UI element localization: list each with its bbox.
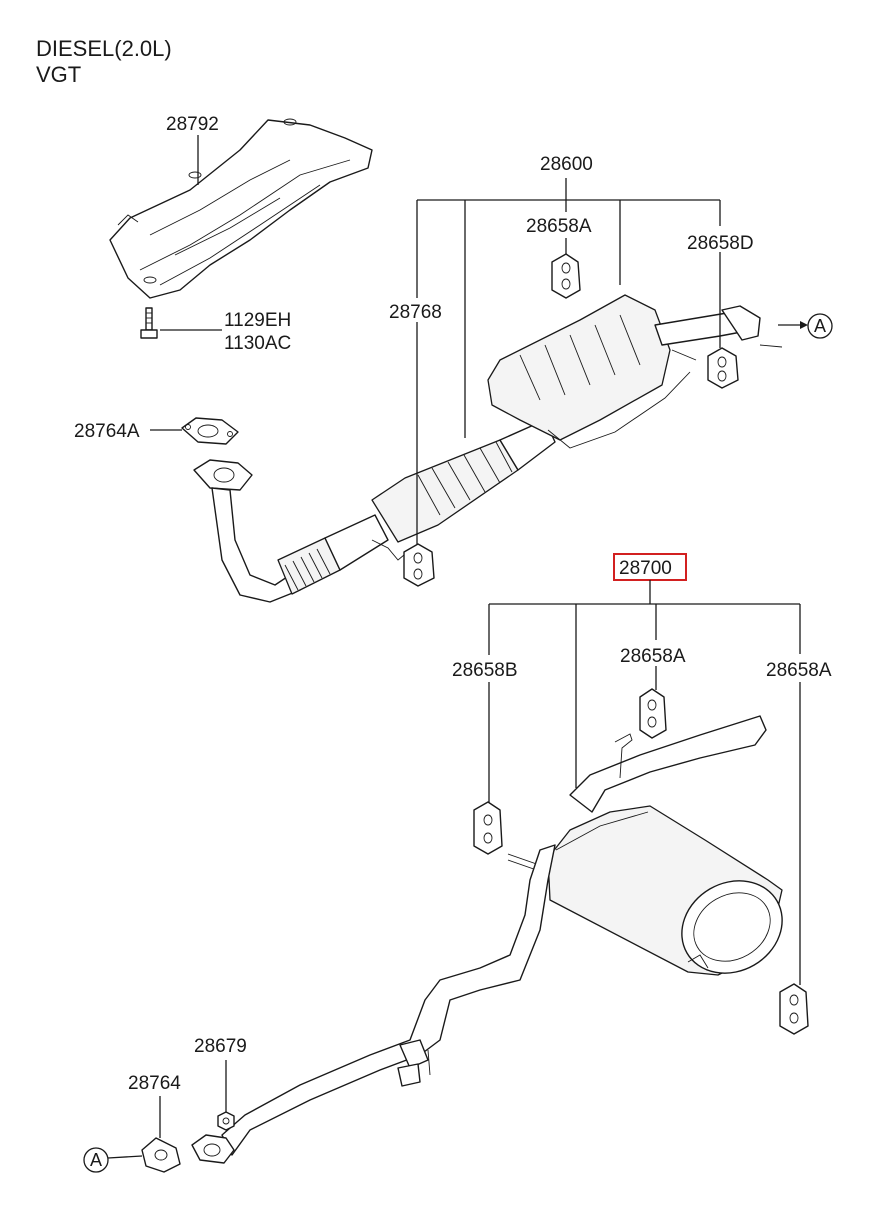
gasket-28764-part[interactable] (141, 1137, 181, 1173)
gasket-28764a-part[interactable] (181, 417, 239, 445)
callout-28658a-mid[interactable]: 28658A (620, 646, 686, 667)
hanger-28768-part[interactable] (403, 543, 435, 587)
engine-type-label: DIESEL(2.0L) (36, 36, 172, 61)
callout-28764a[interactable]: 28764A (74, 421, 140, 442)
arrow-icon (800, 321, 808, 329)
hanger-28658a-right-part[interactable] (779, 983, 809, 1035)
callout-28600[interactable]: 28600 (540, 154, 593, 175)
callout-28700[interactable]: 28700 (619, 558, 672, 579)
engine-variant-label: VGT (36, 62, 81, 87)
callout-1130ac[interactable]: 1130AC (224, 333, 291, 354)
hanger-28658b-part[interactable] (473, 801, 503, 855)
connector-a-top[interactable] (807, 313, 833, 339)
callout-28658a-right[interactable]: 28658A (766, 660, 832, 681)
callout-28658b[interactable]: 28658B (452, 660, 518, 681)
front-pipe-assembly[interactable] (193, 294, 783, 603)
bracket-28600 (416, 178, 721, 544)
callout-28764[interactable]: 28764 (128, 1073, 181, 1094)
callout-28679[interactable]: 28679 (194, 1036, 247, 1057)
bracket-28700 (488, 580, 801, 985)
hanger-28658a-top-part[interactable] (551, 253, 581, 299)
callout-28768[interactable]: 28768 (389, 302, 442, 323)
nut-28679-part[interactable] (217, 1111, 235, 1131)
hanger-28658a-mid-part[interactable] (639, 688, 667, 739)
bolt-part[interactable] (140, 307, 158, 339)
hanger-28658d-part[interactable] (707, 347, 739, 389)
connector-a-bottom-label: A (90, 1150, 102, 1170)
callout-28658d[interactable]: 28658D (687, 233, 754, 254)
callout-1129eh[interactable]: 1129EH (224, 310, 291, 331)
rear-pipe-assembly[interactable] (191, 715, 799, 1164)
connector-a-bottom[interactable] (83, 1147, 109, 1173)
callout-28658a-top[interactable]: 28658A (526, 216, 592, 237)
heat-shield-part[interactable] (109, 118, 373, 299)
connector-a-top-label: A (814, 316, 826, 336)
callout-28792[interactable]: 28792 (166, 114, 219, 135)
leader-connector-a-bottom (107, 1155, 143, 1159)
